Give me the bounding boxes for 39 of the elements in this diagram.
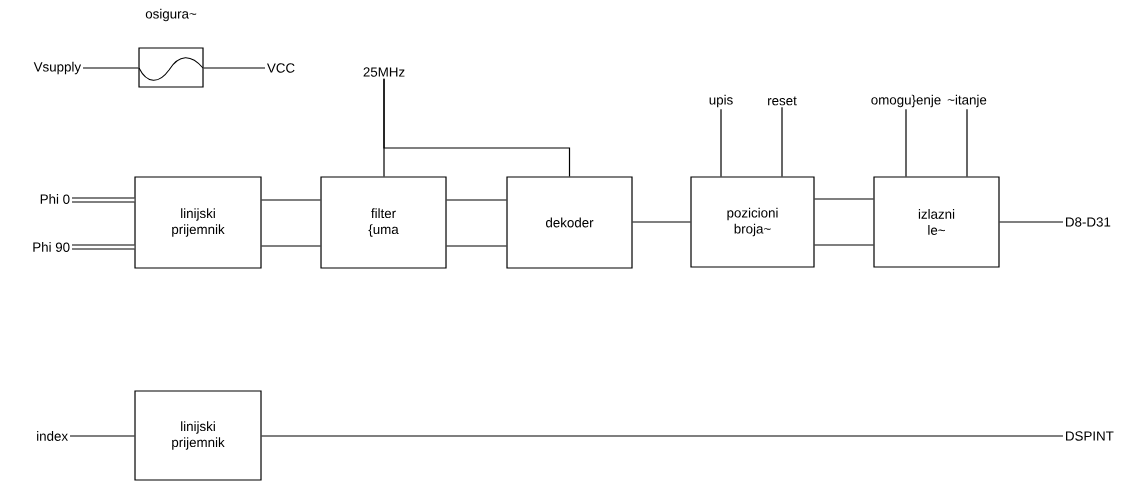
- signal-label: D8-D31: [1066, 217, 1111, 227]
- signal-label: 25MHz: [363, 67, 405, 77]
- signal-line: [814, 244, 874, 246]
- signal-label: omogu}enje: [871, 94, 941, 108]
- signal-line: [720, 108, 722, 177]
- signal-line: [261, 199, 321, 201]
- signal-label: upis: [709, 94, 733, 108]
- signal-line: [814, 198, 874, 200]
- signal-line: [69, 435, 135, 437]
- signal-line: [966, 108, 968, 177]
- block-box: filter {uma: [320, 176, 447, 269]
- signal-line: [446, 245, 507, 247]
- signal-line: [261, 435, 1064, 437]
- block-box: izlazni le~: [873, 176, 1000, 268]
- signal-line: [781, 106, 783, 177]
- fuse-symbol: [138, 47, 204, 88]
- signal-line: [72, 197, 135, 203]
- signal-label: ~itanje: [947, 94, 987, 108]
- block-box: linijski prijemnik: [134, 390, 262, 481]
- signal-line: [203, 67, 266, 69]
- fuse-label: osigura~: [145, 8, 197, 22]
- signal-line: [632, 221, 691, 223]
- signal-line: [999, 221, 1064, 223]
- block-box: dekoder: [506, 176, 633, 269]
- signal-label: Phi 0: [40, 194, 70, 204]
- signal-line: [82, 67, 139, 69]
- signal-line: [905, 108, 907, 177]
- signal-label: Vsupply: [33, 61, 82, 75]
- signal-label: reset: [768, 96, 797, 106]
- clock-line: [383, 78, 571, 177]
- signal-label: VCC: [267, 63, 295, 73]
- signal-line: [261, 245, 321, 247]
- signal-line: [72, 244, 135, 250]
- signal-label: Phi 90: [33, 242, 70, 252]
- signal-line: [446, 199, 507, 201]
- signal-label: DSPINT: [1066, 431, 1114, 441]
- block-box: pozicioni broja~: [690, 176, 815, 268]
- signal-label: index: [37, 431, 68, 441]
- block-box: linijski prijemnik: [134, 176, 262, 269]
